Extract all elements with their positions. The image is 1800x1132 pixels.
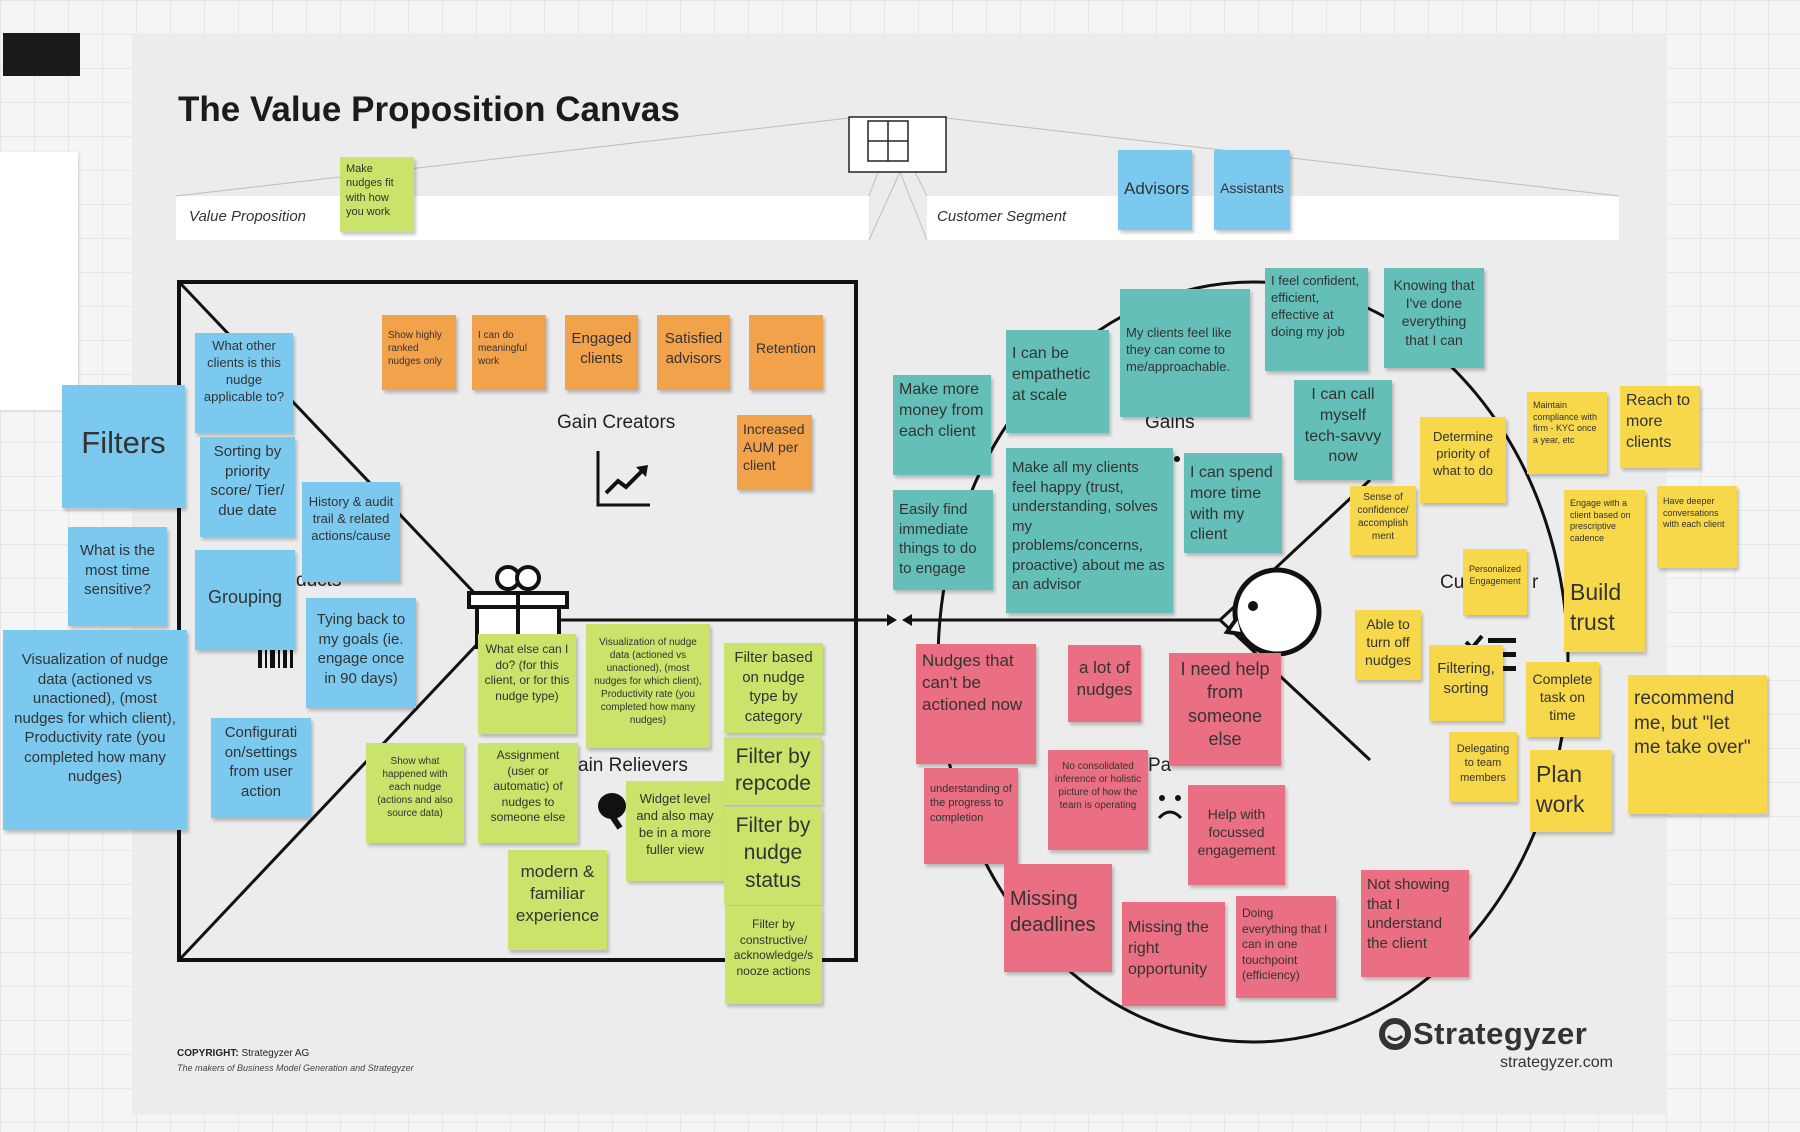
sticky-note[interactable]: I can call myself tech-savvy now — [1294, 380, 1392, 480]
sticky-note[interactable]: What else can I do? (for this client, or… — [478, 634, 576, 734]
sticky-note[interactable]: I can be empathetic at scale — [1006, 330, 1109, 433]
sticky-note[interactable]: Delegating to team members — [1449, 732, 1517, 802]
sticky-note[interactable]: Determine priority of what to do — [1420, 417, 1506, 503]
sticky-note[interactable]: Configurati on/settings from user action — [211, 718, 311, 818]
brand-name: Strategyzer — [1413, 1016, 1588, 1051]
sticky-note[interactable]: I can do meaningful work — [472, 315, 546, 390]
sticky-note[interactable]: Engage with a client based on prescripti… — [1564, 490, 1645, 572]
sticky-note[interactable]: Engaged clients — [565, 315, 638, 390]
sticky-note[interactable]: I feel confident, efficient, effective a… — [1265, 268, 1368, 371]
sticky-note[interactable]: Increased AUM per client — [737, 415, 812, 490]
sticky-note[interactable]: Make nudges fit with how you work — [340, 157, 414, 232]
copyright-text: Strategyzer AG — [241, 1048, 310, 1059]
gains-label: Gains — [1145, 412, 1195, 433]
barcode-icon — [258, 642, 293, 668]
sticky-note[interactable]: Tying back to my goals (ie. engage once … — [306, 598, 416, 708]
sticky-note[interactable]: Personalized Engagement — [1463, 549, 1527, 615]
sticky-note[interactable]: Filter by constructive/ acknowledge/s no… — [725, 906, 822, 1004]
customer-face-icon — [1223, 567, 1322, 657]
customer-segment-label: Customer Segment — [937, 208, 1067, 225]
sticky-note[interactable]: Assistants — [1214, 150, 1290, 230]
sticky-note[interactable]: Plan work — [1530, 750, 1612, 832]
sticky-note[interactable]: Make all my clients feel happy (trust, u… — [1006, 448, 1173, 613]
sticky-note[interactable]: Missing deadlines — [1004, 864, 1112, 972]
copyright-line: COPYRIGHT: Strategyzer AG — [177, 1048, 309, 1059]
sticky-note[interactable]: Have deeper conversations with each clie… — [1657, 486, 1737, 568]
sticky-note[interactable]: Filter based on nudge type by category — [724, 643, 823, 733]
sticky-note[interactable]: Visualization of nudge data (actioned vs… — [586, 624, 710, 748]
sticky-note[interactable]: No consolidated inference or holistic pi… — [1048, 750, 1148, 850]
mini-canvas-icon — [848, 116, 947, 173]
sticky-note[interactable]: understanding of the progress to complet… — [924, 768, 1018, 864]
sticky-note[interactable]: Filters — [62, 385, 185, 508]
sticky-note[interactable]: Assignment (user or automatic) of nudges… — [478, 743, 578, 843]
sticky-note[interactable]: Missing the right opportunity — [1122, 902, 1225, 1006]
sticky-note[interactable]: Doing everything that I can in one touch… — [1236, 896, 1336, 998]
sticky-note[interactable]: recommend me, but "let me take over" — [1628, 675, 1767, 814]
sticky-note[interactable]: I need help from someone else — [1169, 653, 1281, 766]
sticky-note[interactable]: Satisfied advisors — [657, 315, 730, 390]
pains-label: Pa — [1148, 755, 1172, 776]
sticky-note[interactable]: My clients feel like they can come to me… — [1120, 289, 1250, 417]
customer-jobs-label-left: Cu — [1440, 572, 1465, 593]
sticky-note[interactable]: History & audit trail & related actions/… — [302, 482, 400, 582]
sticky-note[interactable]: Help with focussed engagement — [1188, 785, 1285, 885]
sticky-note[interactable]: Show highly ranked nudges only — [382, 315, 456, 390]
sticky-note[interactable]: Maintain compliance with firm - KYC once… — [1527, 392, 1607, 474]
page-title: The Value Proposition Canvas — [178, 90, 680, 129]
gains-smile-icon — [1174, 456, 1180, 462]
sticky-note[interactable]: Reach to more clients — [1620, 386, 1700, 468]
sticky-note[interactable]: Make more money from each client — [893, 375, 991, 475]
sticky-note[interactable]: I can spend more time with my client — [1184, 453, 1282, 553]
sticky-note[interactable]: Knowing that I've done everything that I… — [1384, 268, 1484, 368]
sticky-note[interactable]: a lot of nudges — [1068, 645, 1141, 722]
brand-url[interactable]: strategyzer.com — [1500, 1054, 1613, 1071]
sticky-note[interactable]: Filter by repcode — [724, 737, 822, 805]
dark-shape[interactable] — [3, 33, 80, 76]
sticky-note[interactable]: Complete task on time — [1526, 662, 1599, 737]
copyright-label: COPYRIGHT: — [177, 1048, 239, 1059]
pill-icon — [598, 793, 626, 830]
sticky-note[interactable]: modern & familiar experience — [508, 850, 607, 950]
sad-face-icon — [1157, 795, 1183, 820]
sticky-note[interactable]: What other clients is this nudge applica… — [195, 333, 293, 433]
pain-relievers-label: ain Relievers — [578, 755, 688, 776]
sticky-note[interactable]: Easily find immediate things to do to en… — [893, 490, 993, 590]
side-white-card[interactable] — [0, 152, 78, 410]
sticky-note[interactable]: Visualization of nudge data (actioned vs… — [3, 630, 187, 830]
footer-tagline: The makers of Business Model Generation … — [177, 1063, 414, 1073]
sticky-note[interactable]: Filter by nudge status — [724, 807, 822, 905]
value-proposition-bar: Value Proposition — [176, 196, 869, 240]
value-proposition-label: Value Proposition — [189, 208, 307, 225]
sticky-note[interactable]: Grouping — [195, 550, 295, 650]
chart-trend-icon — [596, 451, 650, 507]
sticky-note[interactable]: Sense of confidence/ accomplish ment — [1350, 486, 1416, 555]
sticky-note[interactable]: Filtering, sorting — [1429, 645, 1503, 721]
sticky-note[interactable]: Retention — [749, 315, 823, 390]
strategyzer-logo-icon — [1379, 1018, 1411, 1050]
sticky-note[interactable]: Sorting by priority score/ Tier/ due dat… — [200, 437, 295, 537]
sticky-note[interactable]: Build trust — [1564, 572, 1645, 652]
sticky-note[interactable]: Widget level and also may be in a more f… — [626, 781, 724, 881]
sticky-note[interactable]: Not showing that I understand the client — [1361, 870, 1469, 977]
sticky-note[interactable]: Able to turn off nudges — [1355, 610, 1421, 680]
sticky-note[interactable]: What is the most time sensitive? — [68, 527, 167, 626]
sticky-note[interactable]: Nudges that can't be actioned now — [916, 644, 1036, 764]
sticky-note[interactable]: Advisors — [1118, 150, 1192, 230]
customer-jobs-label-right: r — [1532, 572, 1539, 593]
gain-creators-label: Gain Creators — [557, 412, 676, 433]
sticky-note[interactable]: Show what happened with each nudge (acti… — [366, 743, 464, 843]
